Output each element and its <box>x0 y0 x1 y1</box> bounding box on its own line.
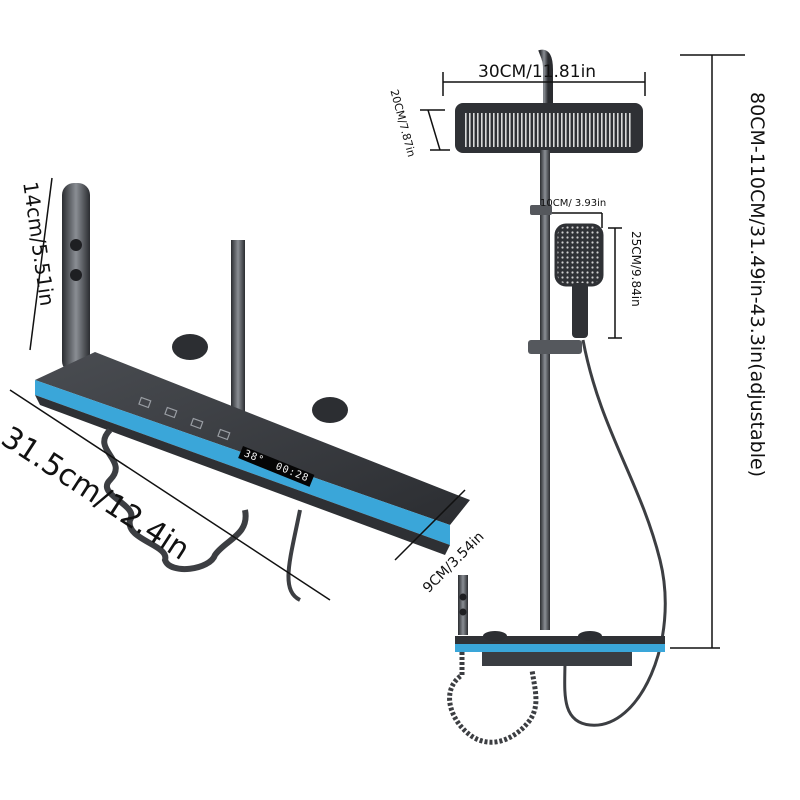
control-panel-top <box>35 352 470 525</box>
shower-hose <box>563 339 667 727</box>
hand-shower-button-1 <box>70 239 82 251</box>
outlet-hose <box>286 509 302 602</box>
panel-icon-1[interactable] <box>138 396 152 409</box>
hand-shower-button-2 <box>70 269 82 281</box>
coiled-hose <box>101 427 249 573</box>
shower-arm <box>538 49 553 150</box>
right-knob <box>312 397 348 423</box>
riser-pipe <box>231 240 245 440</box>
dim-line-hand-shower <box>29 177 53 351</box>
bidet-coiled-hose <box>447 652 539 745</box>
shelf-blue-edge <box>455 644 665 652</box>
label-handheld-length: 25CM/9.84in <box>629 231 643 307</box>
handheld-head <box>554 223 604 287</box>
bidet-sprayer <box>458 575 468 635</box>
left-knob <box>172 334 208 360</box>
left-view <box>9 177 470 602</box>
panel-icon-2[interactable] <box>164 406 178 419</box>
shelf-body <box>482 652 632 666</box>
slider-bracket[interactable] <box>528 340 582 354</box>
panel-icon-4[interactable] <box>217 428 231 441</box>
dim-line-panel-depth <box>394 489 466 561</box>
panel-icon-3[interactable] <box>190 417 204 430</box>
label-total-height: 80CM-110CM/31.49in-43.3in(adjustable) <box>746 92 768 478</box>
handheld-grip <box>572 283 588 338</box>
label-head-width: 30CM/11.81in <box>478 62 597 82</box>
rain-head-nozzles <box>465 113 633 147</box>
handheld-holder <box>530 205 552 215</box>
right-view <box>420 49 745 745</box>
panel-blue-edge <box>35 380 450 545</box>
riser-rail <box>540 150 550 630</box>
dim-line-panel-length <box>9 389 331 601</box>
label-handheld-width: 10CM/ 3.93in <box>540 198 607 209</box>
shelf-top <box>455 636 665 644</box>
